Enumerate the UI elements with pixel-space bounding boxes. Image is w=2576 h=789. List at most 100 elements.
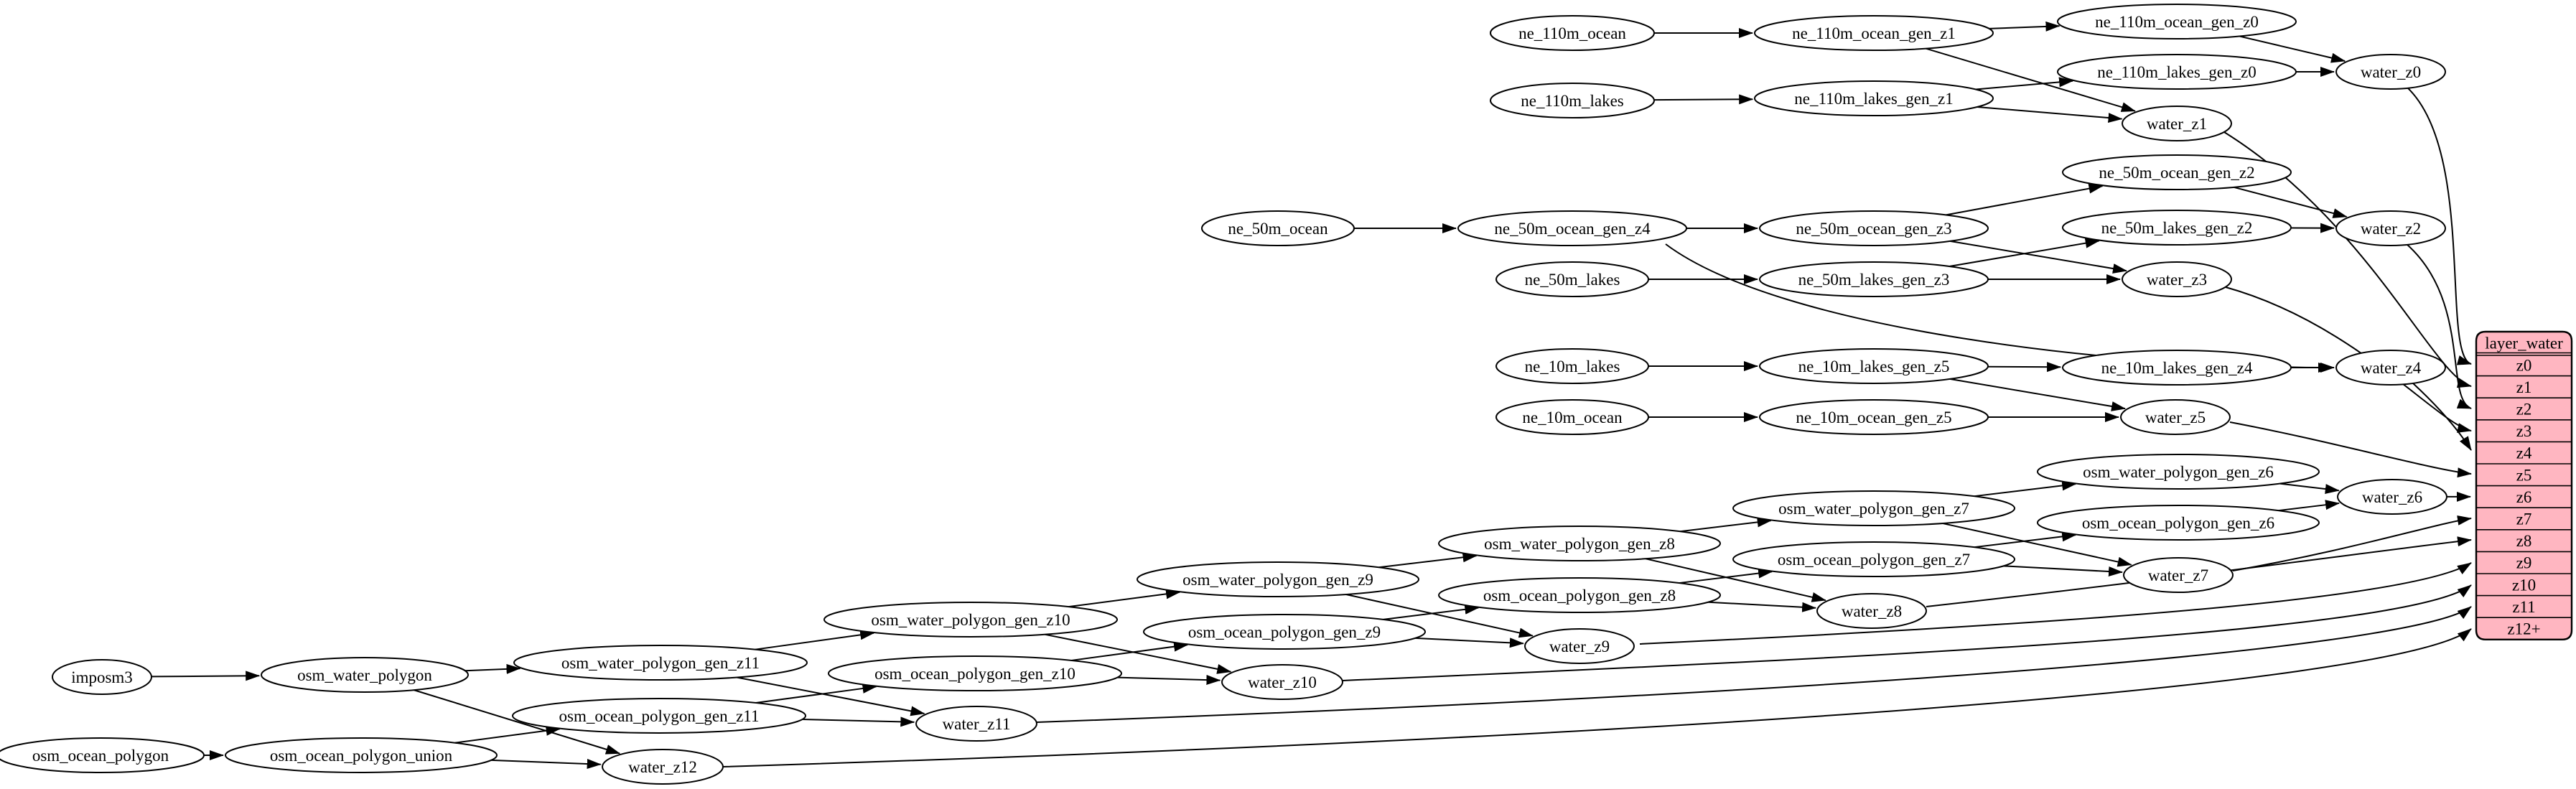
node-ellipse-ne_10m_ocean_gen_z5 [1759,399,1989,435]
node-ellipse-osm_ocean_polygon [0,737,205,773]
edge-osm_ocean_polygon_gen_z7-to-water_z7 [2003,565,2124,576]
edge-water_z12-to-layer_water-z12+ [722,628,2472,767]
node-label-ne_110m_lakes_gen_z1: ne_110m_lakes_gen_z1 [1794,90,1953,108]
node-ne_50m_ocean_gen_z4: ne_50m_ocean_gen_z4 [1457,210,1687,246]
node-ellipse-water_z7 [2123,557,2234,593]
node-osm_water_polygon_gen_z7: osm_water_polygon_gen_z7 [1732,490,2015,526]
node-label-water_z3: water_z3 [2147,271,2207,289]
node-ellipse-ne_110m_lakes [1490,83,1655,118]
table-row-z5: z5 [2516,466,2532,484]
node-water_z4: water_z4 [2335,350,2446,386]
node-ne_10m_ocean: ne_10m_ocean [1495,399,1649,435]
node-ne_50m_ocean: ne_50m_ocean [1201,210,1355,246]
node-osm_ocean_polygon_gen_z6: osm_ocean_polygon_gen_z6 [2037,505,2320,541]
node-label-osm_water_polygon: osm_water_polygon [297,666,432,684]
node-ellipse-osm_ocean_polygon_gen_z8 [1438,577,1721,613]
node-ne_50m_lakes_gen_z2: ne_50m_lakes_gen_z2 [2062,210,2292,246]
node-ellipse-osm_ocean_polygon_gen_z9 [1143,614,1426,650]
node-ne_10m_lakes_gen_z4: ne_10m_lakes_gen_z4 [2062,350,2292,386]
node-label-osm_ocean_polygon_gen_z7: osm_ocean_polygon_gen_z7 [1778,551,1970,569]
node-ne_50m_lakes: ne_50m_lakes [1495,261,1649,297]
node-osm_ocean_polygon_union: osm_ocean_polygon_union [225,737,498,773]
node-water_z6: water_z6 [2337,479,2447,515]
node-label-water_z5: water_z5 [2145,408,2206,426]
node-label-ne_50m_ocean_gen_z2: ne_50m_ocean_gen_z2 [2099,164,2254,182]
node-label-water_z12: water_z12 [628,758,697,776]
node-label-osm_ocean_polygon_gen_z9: osm_ocean_polygon_gen_z9 [1188,623,1381,641]
node-ellipse-water_z4 [2335,350,2446,386]
edge-osm_water_polygon_gen_z10-to-osm_water_polygon_gen_z9 [1068,589,1181,608]
node-osm_water_polygon_gen_z9: osm_water_polygon_gen_z9 [1137,561,1419,597]
edge-osm_ocean_polygon_gen_z7-to-osm_ocean_polygon_gen_z6 [1974,531,2077,548]
node-ellipse-water_z2 [2335,210,2446,246]
node-label-water_z10: water_z10 [1248,673,1317,691]
node-label-water_z7: water_z7 [2148,566,2208,584]
node-ellipse-imposm3 [52,659,152,695]
node-label-ne_10m_lakes: ne_10m_lakes [1525,358,1620,375]
node-label-osm_water_polygon_gen_z10: osm_water_polygon_gen_z10 [871,611,1070,629]
node-label-osm_ocean_polygon_gen_z6: osm_ocean_polygon_gen_z6 [2082,514,2274,532]
node-ellipse-water_z3 [2122,261,2232,297]
node-ellipse-ne_50m_ocean_gen_z2 [2062,154,2292,190]
node-ne_110m_lakes: ne_110m_lakes [1490,83,1655,118]
edge-osm_water_polygon-to-water_z12 [414,689,621,755]
node-ellipse-ne_10m_lakes_gen_z5 [1759,348,1989,384]
edge-osm_water_polygon-to-osm_water_polygon_gen_z11 [465,663,521,674]
node-ne_110m_ocean_gen_z1: ne_110m_ocean_gen_z1 [1754,15,1994,51]
edge-osm_water_polygon_gen_z10-to-water_z10 [1045,633,1232,674]
table-row-z1: z1 [2516,378,2532,396]
node-ellipse-ne_50m_lakes [1495,261,1649,297]
edge-osm_water_polygon_gen_z8-to-osm_water_polygon_gen_z7 [1680,517,1772,533]
node-ellipse-osm_water_polygon_gen_z10 [823,602,1118,638]
node-ne_110m_ocean: ne_110m_ocean [1490,15,1655,51]
node-ellipse-osm_water_polygon_gen_z7 [1732,490,2015,526]
node-ellipse-ne_50m_ocean [1201,210,1355,246]
table-row-z4: z4 [2516,444,2532,462]
node-label-ne_110m_ocean_gen_z0: ne_110m_ocean_gen_z0 [2095,13,2259,31]
table-row-z7: z7 [2516,510,2532,528]
edge-osm_ocean_polygon_union-to-osm_ocean_polygon_gen_z11 [454,725,561,744]
node-osm_water_polygon_gen_z6: osm_water_polygon_gen_z6 [2037,454,2320,490]
table-row-z10: z10 [2512,576,2536,594]
node-label-water_z1: water_z1 [2147,115,2207,133]
node-ne_50m_lakes_gen_z3: ne_50m_lakes_gen_z3 [1759,261,1989,297]
node-label-osm_ocean_polygon_union: osm_ocean_polygon_union [270,747,453,765]
node-osm_ocean_polygon_gen_z10: osm_ocean_polygon_gen_z10 [828,655,1122,691]
edge-osm_ocean_polygon_gen_z8-to-water_z8 [1708,601,1817,612]
node-label-osm_ocean_polygon: osm_ocean_polygon [32,747,169,765]
edge-water_z11-to-layer_water-z11 [1036,606,2472,723]
node-ne_110m_lakes_gen_z1: ne_110m_lakes_gen_z1 [1754,80,1994,116]
node-ellipse-osm_water_polygon_gen_z9 [1137,561,1419,597]
node-ellipse-ne_110m_ocean_gen_z1 [1754,15,1994,51]
node-ellipse-water_z12 [602,749,724,785]
node-water_z12: water_z12 [602,749,724,785]
node-water_z5: water_z5 [2120,399,2231,435]
node-label-ne_10m_lakes_gen_z4: ne_10m_lakes_gen_z4 [2101,359,2253,377]
node-ellipse-ne_110m_ocean_gen_z0 [2057,4,2297,39]
node-ellipse-water_z11 [915,706,1037,742]
edge-water_z2-to-layer_water-z2 [2406,243,2472,409]
node-label-water_z11: water_z11 [943,715,1011,733]
node-ellipse-osm_ocean_polygon_union [225,737,498,773]
edge-osm_water_polygon_gen_z6-to-water_z6 [2279,482,2340,495]
node-water_z2: water_z2 [2335,210,2446,246]
node-label-ne_110m_ocean: ne_110m_ocean [1518,24,1626,42]
node-ellipse-ne_50m_ocean_gen_z3 [1759,210,1989,246]
node-osm_ocean_polygon_gen_z7: osm_ocean_polygon_gen_z7 [1732,541,2015,577]
node-label-ne_50m_ocean_gen_z3: ne_50m_ocean_gen_z3 [1796,220,1951,238]
edge-water_z7-to-layer_water-z7 [2232,515,2472,571]
node-ne_10m_lakes: ne_10m_lakes [1495,348,1649,384]
node-water_z8: water_z8 [1816,593,1927,629]
node-label-water_z6: water_z6 [2362,488,2422,506]
edge-osm_water_polygon_gen_z11-to-osm_water_polygon_gen_z10 [755,630,875,650]
edge-ne_110m_lakes_gen_z1-to-ne_110m_lakes_gen_z0 [1975,77,2074,90]
node-label-osm_water_polygon_gen_z11: osm_water_polygon_gen_z11 [561,654,760,672]
edge-osm_ocean_polygon_gen_z6-to-water_z6 [2278,500,2341,512]
node-water_z3: water_z3 [2122,261,2232,297]
node-label-ne_50m_ocean: ne_50m_ocean [1228,220,1328,238]
edge-osm_water_polygon_gen_z7-to-osm_water_polygon_gen_z6 [1974,480,2077,498]
edge-ne_50m_ocean_gen_z2-to-water_z2 [2234,186,2348,218]
edge-water_z0-to-layer_water-z0 [2406,86,2472,365]
node-ellipse-water_z10 [1221,664,1343,700]
